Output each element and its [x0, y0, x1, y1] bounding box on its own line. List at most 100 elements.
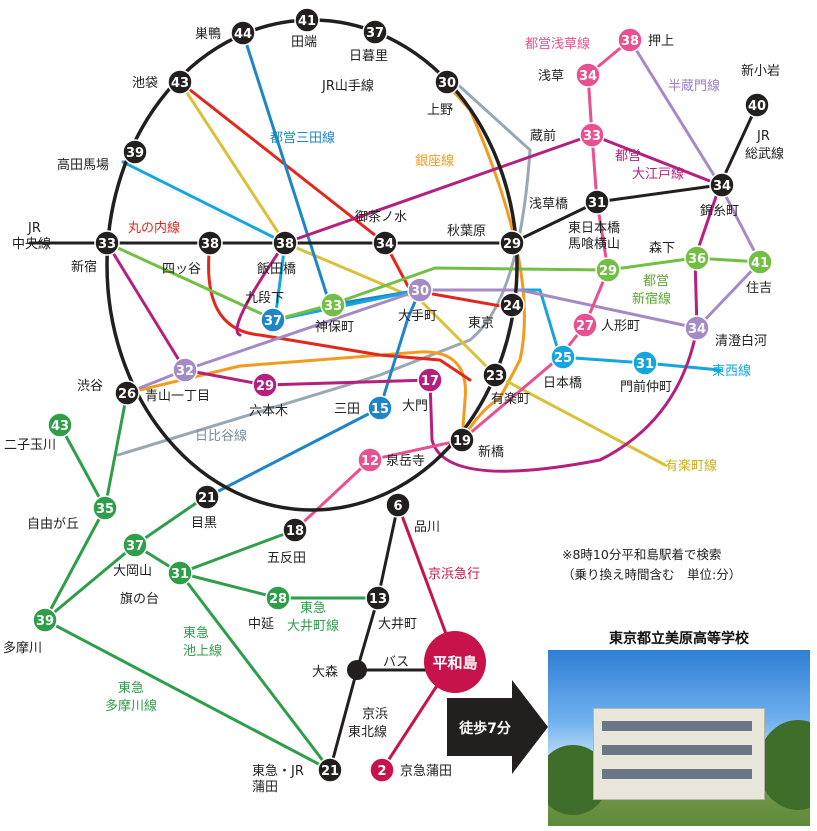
station-marker[interactable] — [449, 427, 475, 453]
station-marker[interactable] — [122, 532, 148, 558]
station-marker[interactable] — [92, 495, 118, 521]
station-marker[interactable] — [369, 757, 395, 783]
heiwajima-station[interactable] — [424, 631, 486, 693]
station-marker[interactable] — [747, 249, 773, 275]
station-marker[interactable] — [362, 19, 388, 45]
station-marker[interactable] — [294, 7, 320, 33]
station-marker[interactable] — [367, 395, 393, 421]
station-marker[interactable] — [572, 312, 598, 338]
station-marker[interactable] — [482, 362, 508, 388]
station-marker[interactable] — [252, 372, 278, 398]
station-marker[interactable] — [197, 230, 223, 256]
station-marker[interactable] — [372, 230, 398, 256]
station-marker[interactable] — [265, 585, 291, 611]
station-marker[interactable] — [167, 69, 193, 95]
station-marker[interactable] — [260, 307, 286, 333]
station-marker[interactable] — [684, 245, 710, 271]
station-marker[interactable] — [385, 492, 411, 518]
station-marker[interactable] — [499, 230, 525, 256]
station-marker[interactable] — [632, 350, 658, 376]
station-marker[interactable] — [499, 292, 525, 318]
station-marker[interactable] — [434, 69, 460, 95]
station-marker[interactable] — [684, 315, 710, 341]
station-marker[interactable] — [32, 607, 58, 633]
station-marker[interactable] — [550, 344, 576, 370]
station-marker[interactable] — [584, 189, 610, 215]
station-marker[interactable] — [357, 447, 383, 473]
station-marker[interactable] — [122, 139, 148, 165]
station-marker[interactable] — [617, 27, 643, 53]
station-marker[interactable] — [320, 292, 346, 318]
station-marker[interactable] — [407, 277, 433, 303]
station-marker[interactable] — [272, 230, 298, 256]
station-shinagawa[interactable]: 6品川 — [385, 492, 440, 535]
station-marker[interactable] — [595, 257, 621, 283]
station-marker[interactable] — [579, 122, 605, 148]
station-marker[interactable] — [744, 92, 770, 118]
station-marker[interactable] — [709, 172, 735, 198]
station-marker[interactable] — [167, 560, 193, 586]
station-marker[interactable] — [365, 585, 391, 611]
station-marker[interactable] — [417, 367, 443, 393]
station-marker[interactable] — [172, 357, 198, 383]
station-marker[interactable] — [94, 230, 120, 256]
station-marker[interactable] — [230, 20, 256, 46]
station-marker[interactable] — [317, 757, 343, 783]
station-name: 神保町 — [315, 320, 354, 335]
station-name: 浅草 — [538, 69, 564, 84]
station-marker[interactable] — [47, 412, 73, 438]
keihin-tohoku-line — [328, 503, 400, 772]
station-marker[interactable] — [575, 62, 601, 88]
station-marker[interactable] — [194, 484, 220, 510]
station-marker[interactable] — [114, 380, 140, 406]
station-marker[interactable] — [282, 517, 308, 543]
